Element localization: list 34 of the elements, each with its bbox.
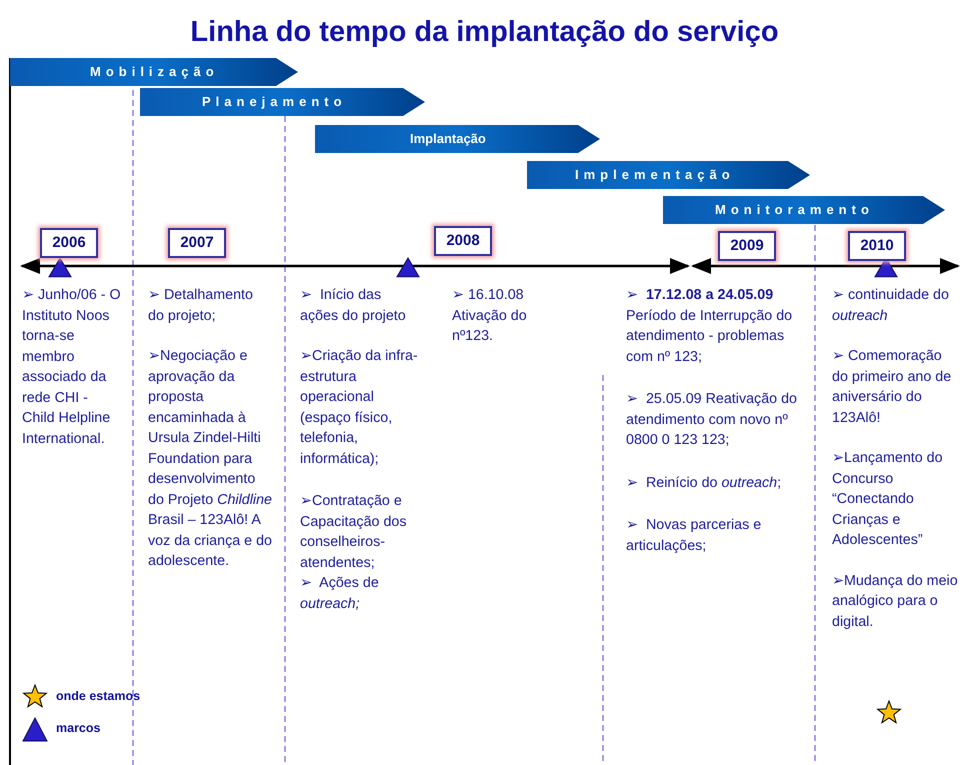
year-box: 2009 <box>718 231 776 261</box>
year-box: 2008 <box>434 226 492 256</box>
title: Linha do tempo da implantação do serviço <box>189 16 780 49</box>
year-box: 2006 <box>40 228 98 258</box>
bullet-text: ➢ Ações de outreach; <box>300 574 380 614</box>
bullet-text: ➢ Junho/06 - O Instituto Noos torna-se membro associado da rede CHI - Child Helpline International. <box>22 286 122 448</box>
bullet-text: ➢Criação da infra-estrutura operacional (espaço físico, telefonia, informática); <box>300 347 418 468</box>
bullet-text: ➢Contratação e Capacitação dos conselheiros-atendentes; <box>300 492 408 572</box>
legend-text: onde estamos <box>56 689 140 703</box>
year-box: 2010 <box>848 231 906 261</box>
bullet-text: ➢ Comemoração do primeiro ano de aniversário do 123Alô! <box>832 347 952 428</box>
phase-label: Planejamento <box>202 93 347 111</box>
bullet-text: ➢ 25.05.09 Reativação do atendimento com novo nº 0800 0 123 123; <box>626 390 798 450</box>
bullet-text: ➢ Detalhamento do projeto; <box>148 286 254 326</box>
phase-banner <box>10 58 298 86</box>
bullet-text: ➢ 16.10.08 Ativação do nº123. <box>452 286 528 346</box>
bullet-text: ➢ 17.12.08 a 24.05.09 Período de Interrupção do atendimento - problemas com nº 123; <box>626 286 794 366</box>
bullet-text: ➢Negociação e aprovação da proposta encaminhada à Ursula Zindel-Hilti Foundation para desenvolvimento do Projeto Childline Brasil – 123Alô! A voz da criança e do adolescente. <box>148 347 272 571</box>
phase-banner <box>663 196 945 224</box>
phase-banner <box>315 125 600 153</box>
phase-banner <box>527 161 810 189</box>
phase-label: Mobilização <box>90 63 219 81</box>
phase-label: Monitoramento <box>715 201 874 219</box>
year-box: 2007 <box>168 228 226 258</box>
bullet-text: ➢ Início das ações do projeto <box>300 286 407 326</box>
legend-text: marcos <box>56 721 100 735</box>
phase-banner <box>140 88 425 116</box>
phase-label: Implantação <box>410 130 486 148</box>
bullet-text: ➢ Novas parcerias e articulações; <box>626 516 762 556</box>
bullet-text: ➢Mudança do meio analógico para o digital. <box>832 572 958 632</box>
bullet-text: ➢Lançamento do Concurso “Conectando Crianças e Adolescentes” <box>832 449 944 550</box>
phase-label: Implementação <box>575 166 735 184</box>
bullet-text: ➢ continuidade do outreach <box>832 286 950 326</box>
bullet-text: ➢ Reinício do outreach; <box>626 474 782 492</box>
